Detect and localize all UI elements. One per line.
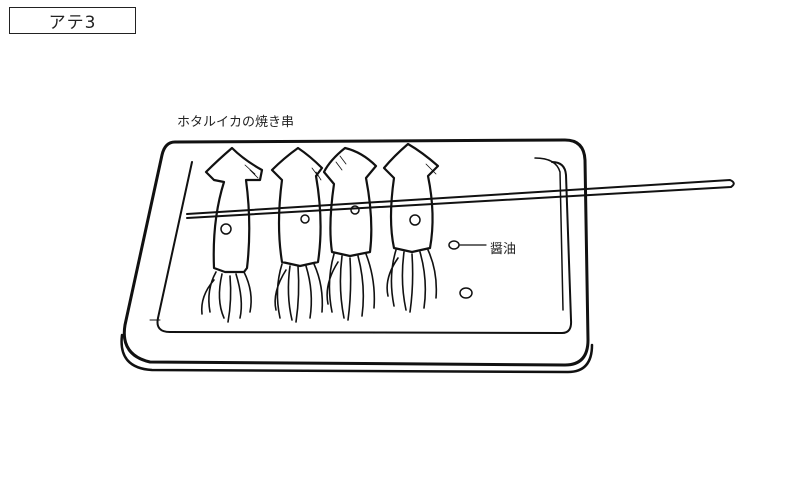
tray [120,138,594,374]
squid-2 [270,146,324,323]
scene-label-box: アテ3 [9,7,136,34]
scene-label: アテ3 [48,13,97,33]
squid-1 [200,146,264,323]
squid-3 [322,146,378,321]
skewer [186,179,735,219]
soy-sauce-drop-2 [459,287,473,299]
soy-sauce-note: 醤油 [490,242,517,257]
soy-sauce-drop [448,240,460,250]
squid-4 [382,142,440,313]
soy-sauce-drops [448,240,487,299]
dish-caption: ホタルイカの焼き串 [177,115,295,130]
